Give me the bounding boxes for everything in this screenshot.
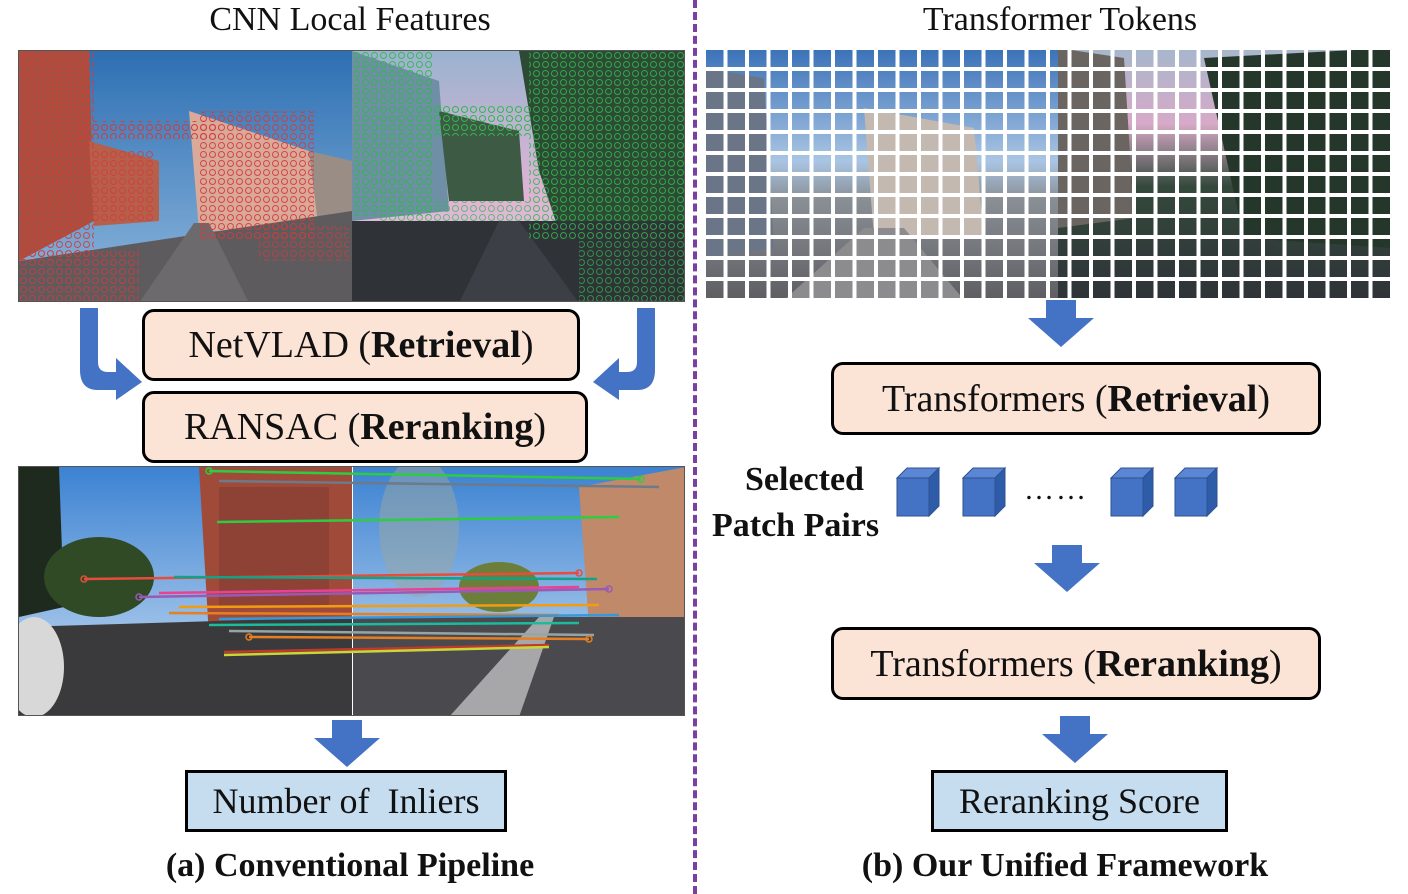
patch-cube-4-icon [1173, 466, 1219, 518]
number-of-inliers-box: Number of Inliers [185, 770, 507, 832]
patch-cube-1-icon [895, 466, 941, 518]
transformers-retrieval-label: Transformers [882, 377, 1086, 420]
netvlad-label: NetVLAD [188, 324, 349, 366]
patch-cube-2-icon [961, 466, 1007, 518]
ransac-reranking-box: RANSAC (Reranking) [142, 391, 588, 463]
patch-cubes [895, 466, 1219, 518]
right-panel-caption: (b) Our Unified Framework [861, 847, 1269, 884]
ransac-reranking-bold: Reranking [360, 406, 534, 448]
left-panel-title: CNN Local Features [209, 1, 491, 38]
number-of-inliers-label: Number of Inliers [212, 781, 480, 821]
right-panel-title: Transformer Tokens [922, 1, 1198, 38]
panel-divider [693, 0, 697, 894]
ellipsis-dots: …… [1024, 473, 1088, 506]
transformers-reranking-box: Transformers (Reranking) [831, 627, 1321, 700]
transformers-retrieval-box: Transformers (Retrieval) [831, 362, 1321, 435]
cnn-features-image [18, 50, 685, 302]
netvlad-retrieval-box: NetVLAD (Retrieval) [142, 309, 580, 381]
down-arrow-left-icon [314, 720, 380, 767]
transformer-tokens-image [704, 48, 1392, 300]
transformers-reranking-bold: Reranking [1095, 642, 1269, 685]
netvlad-retrieval-bold: Retrieval [371, 324, 521, 366]
selected-patch-pairs-label: Selected Patch Pairs [712, 457, 912, 549]
curved-arrow-left-icon [80, 308, 142, 400]
patch-cube-3-icon [1109, 466, 1155, 518]
reranking-score-box: Reranking Score [931, 770, 1228, 832]
down-arrow-patches-icon [1034, 545, 1100, 592]
down-arrow-reranking-icon [1042, 716, 1108, 763]
transformers-reranking-label: Transformers [870, 642, 1074, 685]
transformers-retrieval-bold: Retrieval [1107, 377, 1258, 420]
curved-arrow-right-icon [593, 308, 655, 400]
selected-label-line2: Patch Pairs [712, 507, 880, 544]
ransac-label: RANSAC [183, 406, 339, 448]
feature-matches-image [18, 466, 685, 716]
left-panel-caption: (a) Conventional Pipeline [165, 847, 535, 884]
reranking-score-label: Reranking Score [959, 781, 1200, 821]
selected-label-line1: Selected [745, 461, 864, 498]
down-arrow-tokens-icon [1028, 300, 1094, 347]
